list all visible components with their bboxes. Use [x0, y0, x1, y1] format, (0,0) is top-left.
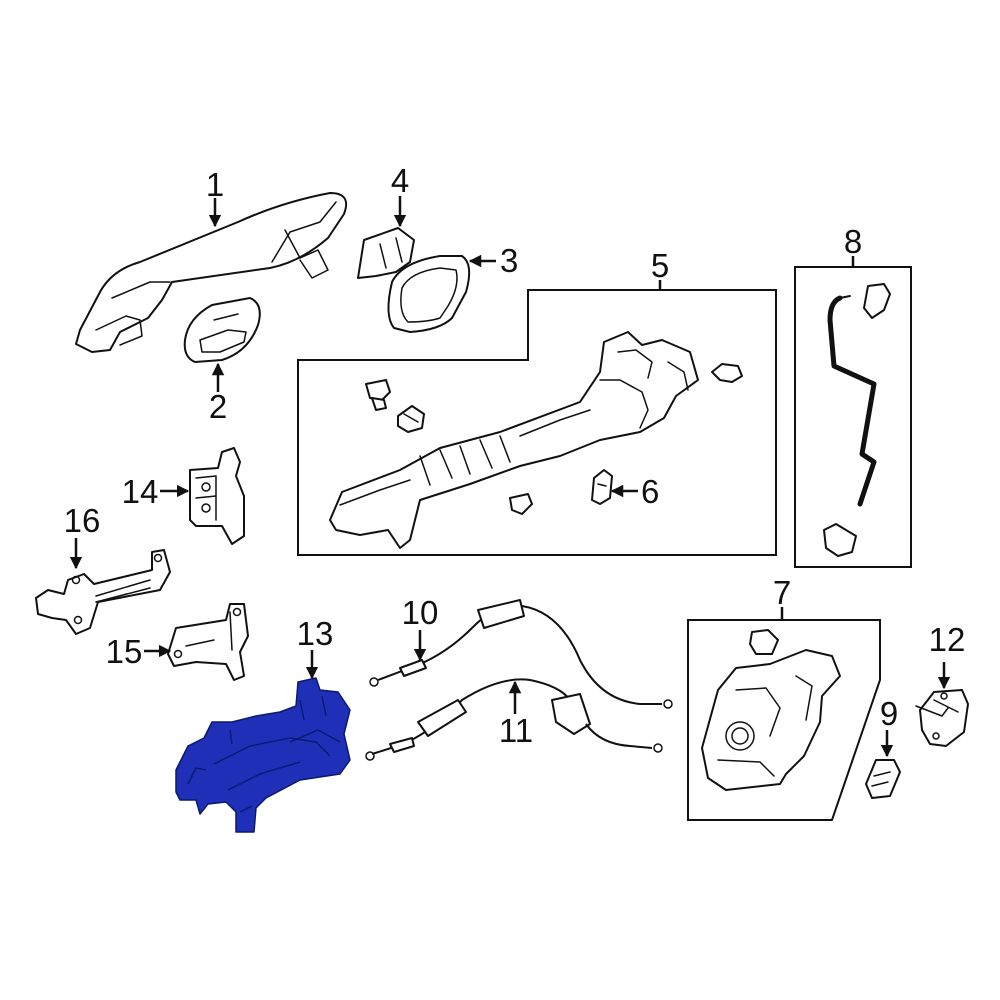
callout-2: 2: [209, 388, 227, 425]
fastener-b[interactable]: [397, 405, 425, 433]
outside-handle-part-1[interactable]: [75, 192, 348, 353]
latch-part-7[interactable]: [701, 629, 841, 791]
hinge-part-15[interactable]: [167, 603, 249, 681]
callout-6: 6: [641, 473, 659, 510]
fastener-d[interactable]: [509, 493, 533, 515]
hinge-part-14[interactable]: [189, 447, 245, 545]
callout-5: 5: [651, 247, 669, 284]
inside-handle-part-13[interactable]: [175, 677, 351, 833]
fastener-c[interactable]: [711, 363, 743, 383]
striker-part-12[interactable]: [915, 689, 969, 747]
frame-box-5: [297, 289, 777, 556]
frame-box-8: [794, 266, 912, 568]
callout-13: 13: [297, 615, 334, 652]
door-check-part-16[interactable]: [35, 549, 171, 635]
callout-12: 12: [929, 621, 966, 658]
cable-part-10[interactable]: [369, 599, 673, 709]
handle-cap-part-2[interactable]: [183, 297, 261, 363]
gasket-part-3[interactable]: [387, 255, 471, 333]
leader-lines: [69, 196, 951, 758]
clip-part-6[interactable]: [591, 469, 613, 505]
cable-part-11[interactable]: [365, 678, 663, 761]
callout-14: 14: [122, 473, 159, 510]
cover-part-9[interactable]: [865, 759, 901, 799]
callout-15: 15: [106, 633, 143, 670]
callout-10: 10: [402, 594, 439, 631]
bracket-part-4[interactable]: [357, 227, 415, 279]
callout-4: 4: [391, 162, 409, 199]
handle-frame-part-5[interactable]: [329, 331, 699, 549]
callout-9: 9: [880, 695, 898, 732]
callout-7: 7: [773, 574, 791, 611]
frame-box-7: [687, 619, 881, 821]
rod-part-8[interactable]: [823, 283, 891, 557]
callout-1: 1: [206, 166, 224, 203]
callout-11: 11: [499, 712, 533, 749]
callout-16: 16: [64, 502, 101, 539]
fastener-a[interactable]: [365, 379, 391, 411]
callout-8: 8: [844, 223, 862, 260]
callout-3: 3: [500, 242, 518, 279]
